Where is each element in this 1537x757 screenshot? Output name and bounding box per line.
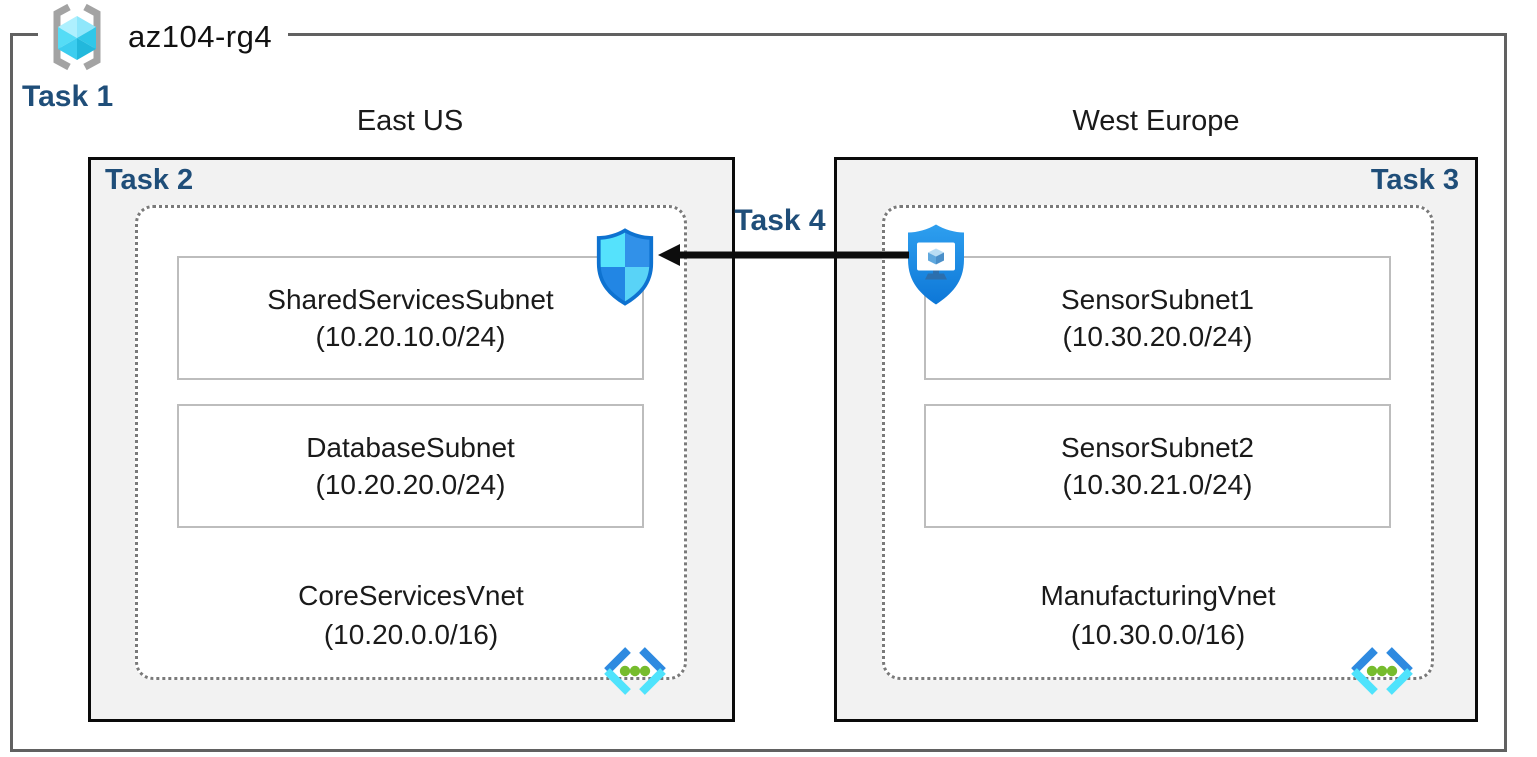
subnet-sensor2: SensorSubnet2 (10.30.21.0/24) xyxy=(924,404,1391,528)
task1-label: Task 1 xyxy=(22,80,114,113)
region-title-east-us: East US xyxy=(356,105,464,137)
network-security-group-icon xyxy=(596,228,654,306)
resource-group-icon xyxy=(53,3,101,71)
subnet-name: SharedServicesSubnet xyxy=(267,284,554,315)
vnet-box-manufacturing: SensorSubnet1 (10.30.20.0/24) SensorSubn… xyxy=(882,205,1434,695)
subnet-sharedservices: SharedServicesSubnet (10.20.10.0/24) xyxy=(177,256,644,380)
subnet-cidr: (10.30.21.0/24) xyxy=(1062,469,1253,500)
subnet-name: DatabaseSubnet xyxy=(306,432,515,463)
shielded-vm-monitor-icon xyxy=(908,224,964,305)
subnet-database: DatabaseSubnet (10.20.20.0/24) xyxy=(177,404,644,528)
resource-group-legend: az104-rg4 xyxy=(38,1,289,73)
vnet-label-manufacturing: ManufacturingVnet (10.30.0.0/16) xyxy=(885,576,1431,654)
subnet-name: SensorSubnet2 xyxy=(1060,432,1255,463)
task3-label: Task 3 xyxy=(1370,164,1459,196)
subnet-name: SensorSubnet1 xyxy=(1060,284,1255,315)
vnet-label-coreservices: CoreServicesVnet (10.20.0.0/16) xyxy=(138,576,684,654)
left-arrow-connector xyxy=(658,244,909,266)
resource-group-frame xyxy=(10,33,1507,752)
task2-label: Task 2 xyxy=(105,164,194,196)
virtual-network-icon xyxy=(604,647,666,695)
virtual-network-icon xyxy=(1351,647,1413,695)
subnet-cidr: (10.20.20.0/24) xyxy=(315,469,506,500)
vnet-name: ManufacturingVnet xyxy=(1040,580,1276,611)
task4-label: Task 4 xyxy=(734,204,826,237)
resource-group-label: az104-rg4 xyxy=(128,19,273,54)
vnet-name: CoreServicesVnet xyxy=(298,580,524,611)
vnet-cidr: (10.20.0.0/16) xyxy=(323,619,499,650)
subnet-cidr: (10.20.10.0/24) xyxy=(315,321,506,352)
vnet-cidr: (10.30.0.0/16) xyxy=(1070,619,1246,650)
subnet-sensor1: SensorSubnet1 (10.30.20.0/24) xyxy=(924,256,1391,380)
subnet-cidr: (10.30.20.0/24) xyxy=(1062,321,1253,352)
vnet-box-coreservices: SharedServicesSubnet (10.20.10.0/24) Dat… xyxy=(135,205,687,695)
region-title-west-europe: West Europe xyxy=(1072,105,1240,137)
